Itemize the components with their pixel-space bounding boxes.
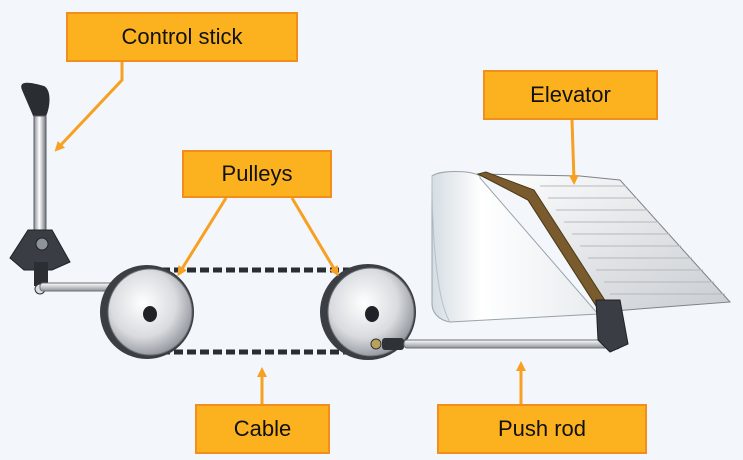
stick-shaft	[33, 115, 47, 237]
callout-arrows	[54, 62, 579, 404]
elevator-control-horn	[595, 299, 629, 353]
control-stick	[9, 82, 71, 295]
stick-lower-arm	[34, 262, 48, 286]
arrow-elevator	[568, 119, 579, 185]
stick-grip	[21, 82, 50, 118]
push-rod	[370, 338, 622, 350]
pulley-left	[100, 265, 194, 359]
arrow-control-stick	[54, 62, 124, 152]
pulleys-label: Pulleys	[182, 150, 332, 198]
push-rod-label: Push rod	[437, 404, 647, 454]
arrow-pulley-right	[290, 197, 339, 277]
pulley-right	[320, 264, 416, 360]
stick-pivot	[35, 237, 49, 251]
elevator-label: Elevator	[483, 70, 658, 120]
elevator-surface	[476, 171, 732, 353]
cable-label: Cable	[195, 404, 330, 454]
control-stick-label: Control stick	[66, 12, 298, 62]
arrow-pulley-left	[177, 197, 228, 277]
